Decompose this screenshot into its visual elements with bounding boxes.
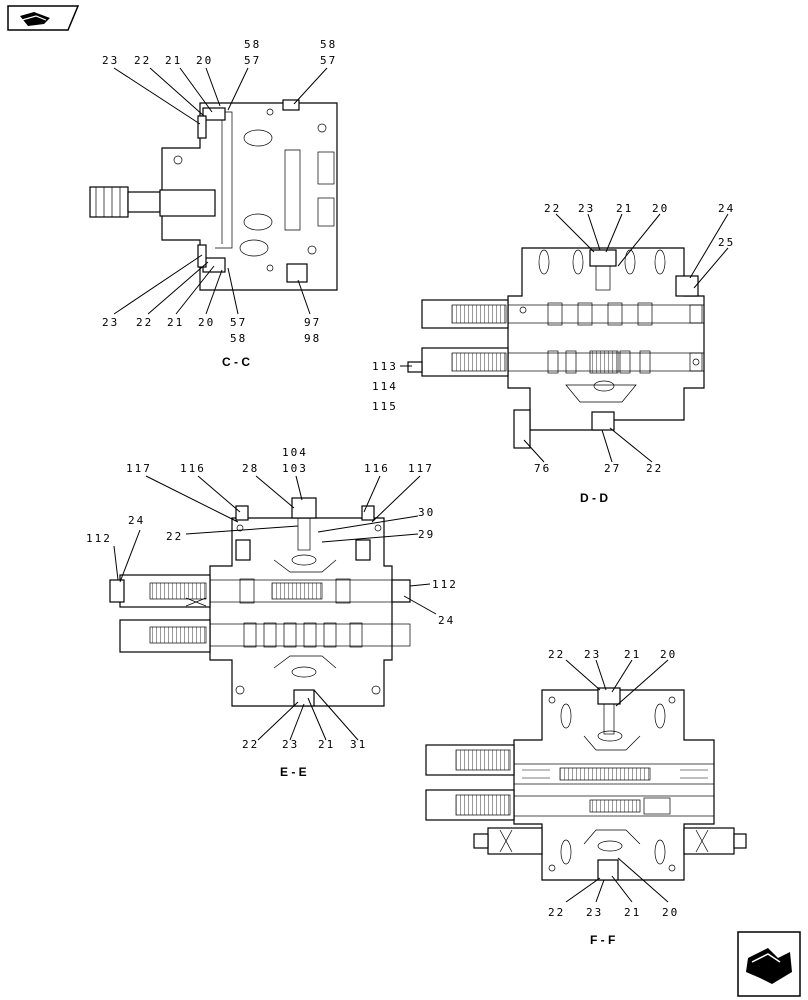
callout-label: 23 bbox=[586, 906, 603, 919]
callout-label: 22 bbox=[136, 316, 153, 329]
callout-label: 103 bbox=[282, 462, 308, 475]
callout-label: 21 bbox=[624, 906, 641, 919]
section-title-ff: F - F bbox=[590, 933, 615, 947]
section-view-ee: 117 116 28 104 103 116 117 24 112 22 30 … bbox=[86, 446, 458, 779]
callout-label: 20 bbox=[662, 906, 679, 919]
section-title-cc: C - C bbox=[222, 355, 250, 369]
section-view-dd: 22 23 21 20 24 25 113 114 115 76 27 22 D… bbox=[372, 202, 735, 505]
callout-label: 22 bbox=[166, 530, 183, 543]
callout-label: 29 bbox=[418, 528, 435, 541]
callout-label: 22 bbox=[548, 906, 565, 919]
callout-label: 23 bbox=[282, 738, 299, 751]
callout-label: 23 bbox=[102, 316, 119, 329]
callout-label: 30 bbox=[418, 506, 435, 519]
callout-label: 27 bbox=[604, 462, 621, 475]
callout-label: 113 bbox=[372, 360, 398, 373]
callout-label: 25 bbox=[718, 236, 735, 249]
callout-label: 112 bbox=[86, 532, 112, 545]
callout-label: 58 bbox=[320, 38, 337, 51]
callout-label: 21 bbox=[318, 738, 335, 751]
callout-label: 117 bbox=[408, 462, 434, 475]
callout-label: 57 bbox=[320, 54, 337, 67]
section-title-dd: D - D bbox=[580, 491, 608, 505]
callout-label: 20 bbox=[196, 54, 213, 67]
callout-label: 31 bbox=[350, 738, 367, 751]
callout-label: 20 bbox=[660, 648, 677, 661]
callout-label: 57 bbox=[244, 54, 261, 67]
callout-label: 104 bbox=[282, 446, 308, 459]
back-arrow-icon[interactable] bbox=[7, 5, 80, 31]
forward-arrow-icon[interactable] bbox=[737, 931, 801, 997]
callout-label: 112 bbox=[432, 578, 458, 591]
callout-label: 57 bbox=[230, 316, 247, 329]
callout-label: 23 bbox=[102, 54, 119, 67]
callout-label: 22 bbox=[544, 202, 561, 215]
callout-label: 117 bbox=[126, 462, 152, 475]
callout-label: 116 bbox=[364, 462, 390, 475]
section-view-cc: 23 22 21 20 58 57 58 57 23 22 21 20 57 5… bbox=[89, 38, 338, 369]
callout-label: 22 bbox=[646, 462, 663, 475]
section-view-ff: 22 23 21 20 22 23 21 20 F - F bbox=[425, 648, 747, 947]
callout-label: 21 bbox=[165, 54, 182, 67]
callout-label: 24 bbox=[128, 514, 145, 527]
callout-label: 97 bbox=[304, 316, 321, 329]
callout-label: 22 bbox=[134, 54, 151, 67]
callout-label: 21 bbox=[167, 316, 184, 329]
callout-label: 23 bbox=[578, 202, 595, 215]
callout-label: 58 bbox=[230, 332, 247, 345]
callout-label: 24 bbox=[718, 202, 735, 215]
callout-label: 28 bbox=[242, 462, 259, 475]
callout-label: 115 bbox=[372, 400, 398, 413]
callout-label: 76 bbox=[534, 462, 551, 475]
callout-label: 114 bbox=[372, 380, 398, 393]
callout-label: 21 bbox=[624, 648, 641, 661]
callout-label: 21 bbox=[616, 202, 633, 215]
callout-label: 58 bbox=[244, 38, 261, 51]
callout-label: 20 bbox=[198, 316, 215, 329]
section-title-ee: E - E bbox=[280, 765, 307, 779]
callout-label: 98 bbox=[304, 332, 321, 345]
callout-label: 24 bbox=[438, 614, 455, 627]
callout-label: 20 bbox=[652, 202, 669, 215]
callout-label: 116 bbox=[180, 462, 206, 475]
callout-label: 23 bbox=[584, 648, 601, 661]
callout-label: 22 bbox=[548, 648, 565, 661]
callout-label: 22 bbox=[242, 738, 259, 751]
